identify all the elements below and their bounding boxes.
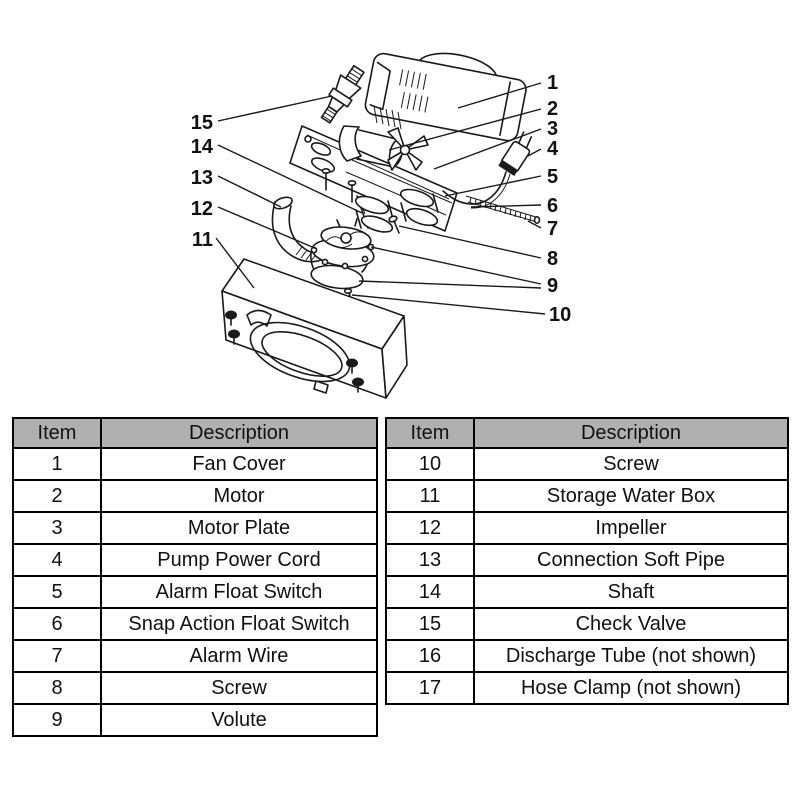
item-cell: 2 [12,479,102,513]
callout-3: 3 [547,118,558,140]
table-row: 9 Volute [12,703,378,737]
box-bolts [225,310,364,393]
plug [498,131,533,177]
item-cell: 10 [385,447,475,481]
table-row: 7 Alarm Wire [12,639,378,673]
parts-table-right: Item Description 10 Screw 11 Storage Wat… [385,417,789,705]
power-cord-part [442,131,533,209]
description-cell: Alarm Float Switch [100,575,378,609]
description-cell: Motor Plate [100,511,378,545]
item-cell: 14 [385,575,475,609]
table-header-row: Item Description [385,417,789,449]
callout-12: 12 [191,198,213,220]
table-row: 10 Screw [385,447,789,481]
description-header: Description [100,417,378,449]
item-cell: 1 [12,447,102,481]
description-cell: Pump Power Cord [100,543,378,577]
item-cell: 16 [385,639,475,673]
callout-labels: 1 2 3 4 5 6 7 8 9 10 11 12 13 14 15 [191,72,572,326]
callout-15: 15 [191,112,213,134]
description-cell: Fan Cover [100,447,378,481]
callout-8: 8 [547,248,558,270]
description-cell: Volute [100,703,378,737]
description-cell: Impeller [473,511,789,545]
table-row: 15 Check Valve [385,607,789,641]
description-header: Description [473,417,789,449]
fan-blades [387,127,429,171]
description-cell: Storage Water Box [473,479,789,513]
item-cell: 3 [12,511,102,545]
table-header-row: Item Description [12,417,378,449]
exploded-diagram: 1 2 3 4 5 6 7 8 9 10 11 12 13 14 15 [191,52,572,399]
storage-box-part [221,258,408,399]
item-cell: 5 [12,575,102,609]
description-cell: Screw [100,671,378,705]
volute-impeller-parts [310,218,375,290]
callout-6: 6 [547,195,558,217]
description-cell: Shaft [473,575,789,609]
item-cell: 7 [12,639,102,673]
table-row: 2 Motor [12,479,378,513]
table-row: 16 Discharge Tube (not shown) [385,639,789,673]
motor-part [338,105,429,171]
alarm-wire-part [465,195,541,225]
item-cell: 6 [12,607,102,641]
table-row: 12 Impeller [385,511,789,545]
callout-7: 7 [547,218,558,240]
table-row: 4 Pump Power Cord [12,543,378,577]
description-cell: Alarm Wire [100,639,378,673]
callout-13: 13 [191,167,213,189]
callout-10: 10 [549,304,571,326]
table-row: 8 Screw [12,671,378,705]
parts-table-left: Item Description 1 Fan Cover 2 Motor 3 M… [12,417,378,737]
table-row: 5 Alarm Float Switch [12,575,378,609]
description-cell: Screw [473,447,789,481]
table-row: 6 Snap Action Float Switch [12,607,378,641]
table-row: 14 Shaft [385,575,789,609]
callout-14: 14 [191,136,214,158]
description-cell: Check Valve [473,607,789,641]
item-cell: 9 [12,703,102,737]
item-cell: 13 [385,543,475,577]
table-row: 3 Motor Plate [12,511,378,545]
item-cell: 11 [385,479,475,513]
fan-cover-part [364,52,527,142]
item-cell: 4 [12,543,102,577]
table-row: 1 Fan Cover [12,447,378,481]
callout-2: 2 [547,98,558,120]
description-cell: Discharge Tube (not shown) [473,639,789,673]
callout-5: 5 [547,166,558,188]
table-row: 11 Storage Water Box [385,479,789,513]
screw-parts [321,168,400,234]
description-cell: Motor [100,479,378,513]
table-row: 13 Connection Soft Pipe [385,543,789,577]
table-row: 17 Hose Clamp (not shown) [385,671,789,705]
callout-1: 1 [547,72,558,94]
vent-slots [399,69,429,113]
item-header: Item [385,417,475,449]
callout-9: 9 [547,275,558,297]
item-cell: 8 [12,671,102,705]
leader-lines [215,82,546,315]
description-cell: Hose Clamp (not shown) [473,671,789,705]
callout-11: 11 [192,229,213,251]
description-cell: Snap Action Float Switch [100,607,378,641]
item-cell: 17 [385,671,475,705]
item-cell: 15 [385,607,475,641]
check-valve-part [320,64,365,124]
description-cell: Connection Soft Pipe [473,543,789,577]
item-header: Item [12,417,102,449]
callout-4: 4 [547,138,559,160]
item-cell: 12 [385,511,475,545]
